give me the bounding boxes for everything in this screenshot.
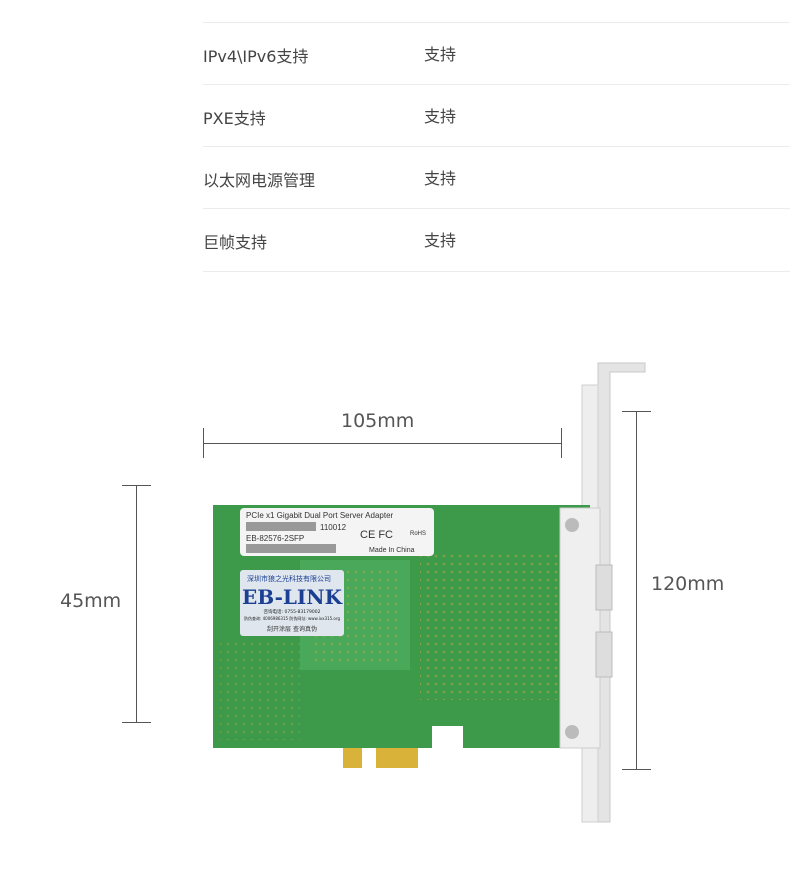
label-model: EB-82576-2SFP: [246, 534, 304, 543]
spec-value: 支持: [424, 45, 457, 64]
sticker-verify: 防伪查询: 4006986315 防伪网址: www.ixx315.org: [244, 615, 340, 621]
length-tick: [561, 428, 562, 458]
height-tick: [122, 485, 151, 486]
length-line: [203, 443, 561, 444]
rohs-mark: RoHS: [410, 531, 426, 537]
spec-label: 以太网电源管理: [203, 171, 316, 190]
spec-value: 支持: [424, 169, 457, 188]
spec-row: 巨帧支持 支持: [203, 208, 790, 272]
ce-fc-mark: CE FC: [360, 529, 393, 541]
sticker-brand: EB-LINK: [242, 585, 343, 609]
sfp-cage: [559, 507, 613, 749]
spec-row: PXE支持 支持: [203, 84, 790, 147]
sticker-scratch: 刮开涂层 查询真伪: [267, 625, 317, 633]
spec-row: 以太网电源管理 支持: [203, 146, 790, 209]
bracket-dimension: 120mm: [651, 573, 725, 595]
spec-value: 支持: [424, 107, 457, 126]
spec-label: IPv4\IPv6支持: [203, 47, 309, 66]
height-tick: [122, 722, 151, 723]
gold-fingers: [343, 748, 418, 768]
spec-row: IPv4\IPv6支持 支持: [203, 22, 790, 85]
height-dimension: 45mm: [60, 590, 122, 612]
height-line: [136, 485, 137, 722]
bracket-tick: [622, 411, 651, 412]
sticker-company: 深圳市狼之光科技有限公司: [247, 574, 331, 583]
brand-sticker: 深圳市狼之光科技有限公司 EB-LINK 咨询电话: 0755-83179002…: [240, 570, 344, 636]
sticker-phone: 咨询电话: 0755-83179002: [264, 608, 321, 615]
spec-value: 支持: [424, 231, 457, 250]
length-dimension: 105mm: [341, 410, 415, 432]
length-tick: [203, 428, 204, 458]
bracket-tick: [622, 769, 651, 770]
label-title: PCIe x1 Gigabit Dual Port Server Adapter: [246, 511, 394, 520]
bracket-line: [636, 411, 637, 769]
label-origin: Made In China: [369, 547, 415, 554]
product-label: PCIe x1 Gigabit Dual Port Server Adapter…: [240, 508, 434, 556]
pcb: [213, 505, 590, 768]
spec-label: PXE支持: [203, 109, 266, 128]
label-serial: 110012: [320, 523, 347, 532]
spec-label: 巨帧支持: [203, 233, 268, 252]
